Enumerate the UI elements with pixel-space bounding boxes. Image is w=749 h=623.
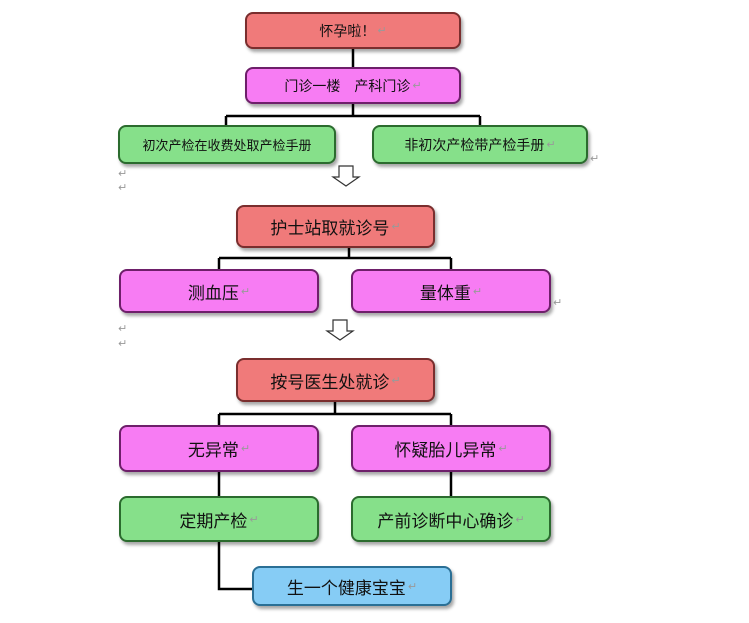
paragraph-mark: ↵: [118, 337, 128, 350]
node-nurse-station: 护士站取就诊号↵: [236, 205, 435, 248]
node-see-doctor: 按号医生处就诊↵: [236, 358, 435, 402]
connector-regular-baby: [217, 542, 252, 591]
node-first-checkup: 初次产检在收费处取产检手册: [118, 125, 336, 164]
node-repeat-checkup: 非初次产检带产检手册↵: [372, 125, 588, 164]
node-pregnant: 怀孕啦！↵: [245, 12, 461, 49]
node-outpatient: 门诊一楼 产科门诊↵: [245, 67, 461, 104]
paragraph-mark: ↵: [590, 152, 600, 165]
paragraph-mark: ↵: [553, 296, 563, 309]
paragraph-mark: ↵: [118, 167, 128, 180]
paragraph-mark: ↵: [118, 181, 128, 194]
node-abnormal: 怀疑胎儿异常↵: [351, 425, 551, 472]
node-healthy-baby: 生一个健康宝宝↵: [252, 566, 452, 606]
arrow-down-1: [331, 165, 361, 187]
arrow-down-2: [325, 319, 355, 341]
paragraph-mark: ↵: [118, 322, 128, 335]
node-prenatal-diagnosis: 产前诊断中心确诊↵: [351, 496, 551, 542]
node-regular-checkup: 定期产检↵: [119, 496, 319, 542]
node-weight: 量体重↵: [351, 269, 551, 313]
node-blood-pressure: 测血压↵: [119, 269, 319, 313]
node-normal: 无异常↵: [119, 425, 319, 472]
